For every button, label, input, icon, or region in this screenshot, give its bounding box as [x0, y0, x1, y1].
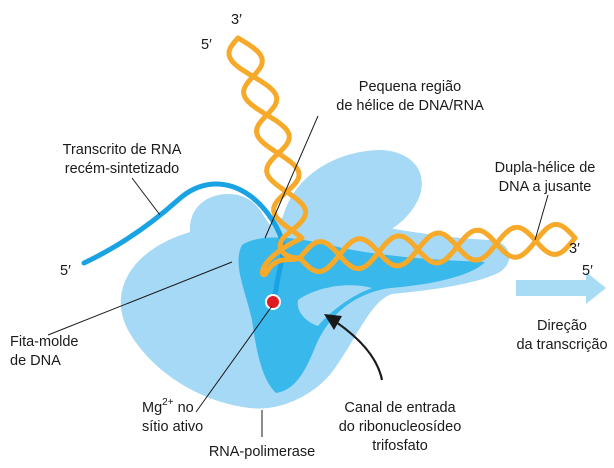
label-template: Fita-molde de DNA	[10, 334, 79, 369]
svg-text:de DNA: de DNA	[10, 353, 61, 369]
leader-downstream	[534, 194, 549, 241]
dna-top-5-prime: 5′	[201, 37, 212, 53]
svg-text:Pequena região: Pequena região	[359, 79, 461, 95]
label-channel: Canal de entrada do ribonucleosídeo trif…	[339, 400, 462, 454]
label-downstream: Dupla-hélice de DNA a jusante	[495, 160, 596, 195]
transcription-direction-arrow	[516, 272, 606, 304]
polymerase-groove	[297, 285, 372, 326]
leader-template	[47, 261, 233, 336]
svg-text:Canal de entrada: Canal de entrada	[344, 400, 456, 416]
svg-text:Transcrito de RNA: Transcrito de RNA	[63, 142, 182, 158]
leader-hybrid	[264, 115, 319, 239]
svg-text:de hélice de DNA/RNA: de hélice de DNA/RNA	[336, 98, 484, 114]
dna-right-3-prime: 3′	[569, 241, 580, 257]
svg-text:recém-sintetizado: recém-sintetizado	[65, 161, 179, 177]
svg-text:DNA a jusante: DNA a jusante	[499, 179, 592, 195]
leader-mg	[195, 305, 273, 413]
dna-right-5-prime: 5′	[582, 263, 593, 279]
label-hybrid: Pequena região de hélice de DNA/RNA	[336, 79, 484, 114]
svg-text:Dupla-hélice de: Dupla-hélice de	[495, 160, 596, 176]
rna-5-prime: 5′	[60, 263, 71, 279]
label-direction: Direção da transcrição	[516, 318, 607, 353]
leader-transcript	[131, 177, 161, 216]
svg-text:Mg2+ no: Mg2+ no	[142, 397, 194, 416]
label-mg: Mg2+ no sítio ativo	[142, 397, 203, 435]
svg-text:do ribonucleosídeo: do ribonucleosídeo	[339, 419, 462, 435]
svg-text:trifosfato: trifosfato	[372, 438, 428, 454]
svg-text:Direção: Direção	[537, 318, 587, 334]
leader-lines	[47, 115, 549, 437]
active-site-marker	[265, 294, 281, 310]
dna-strand	[226, 35, 578, 278]
polymerase-inner-channel	[238, 237, 485, 393]
svg-text:da transcrição: da transcrição	[516, 337, 607, 353]
channel-entry-arrow	[335, 321, 384, 381]
svg-text:sítio ativo: sítio ativo	[142, 419, 203, 435]
svg-text:Fita-molde: Fita-molde	[10, 334, 79, 350]
dna-strand	[235, 35, 578, 274]
label-transcript: Transcrito de RNA recém-sintetizado	[63, 142, 182, 177]
channel-entry-arrow-head	[324, 314, 342, 330]
dna-top-3-prime: 3′	[231, 12, 242, 28]
rna-polymerase-flap	[282, 150, 422, 240]
label-polymerase: RNA-polimerase	[209, 444, 315, 460]
